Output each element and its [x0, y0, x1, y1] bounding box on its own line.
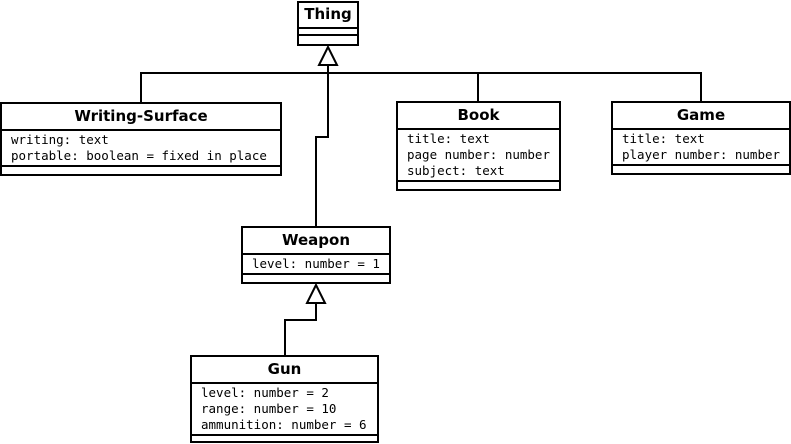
class-name: Weapon — [243, 228, 389, 255]
class-game: Game title: text player number: number — [611, 101, 791, 175]
class-name: Gun — [192, 357, 377, 384]
connector-game-to-thing — [328, 72, 702, 101]
attribute: page number: number — [407, 147, 550, 162]
class-weapon: Weapon level: number = 1 — [241, 226, 391, 284]
class-operations — [192, 436, 377, 441]
class-operations — [299, 36, 357, 41]
class-operations — [243, 275, 389, 280]
attribute: player number: number — [622, 147, 781, 162]
connector-weapon-to-thing — [315, 65, 329, 227]
class-operations — [398, 182, 559, 187]
attribute: range: number = 10 — [201, 401, 337, 416]
class-attributes: title: text page number: number subject:… — [398, 130, 559, 182]
class-name: Thing — [299, 3, 357, 29]
connector-book-to-thing — [328, 72, 479, 101]
class-gun: Gun level: number = 2 range: number = 10… — [190, 355, 379, 443]
class-name: Writing-Surface — [2, 104, 280, 131]
class-attributes: title: text player number: number — [613, 130, 789, 166]
generalization-arrowhead-thing — [317, 44, 339, 66]
class-attributes: level: number = 1 — [243, 255, 389, 275]
attribute: ammunition: number = 6 — [201, 417, 367, 432]
connector-writing-surface-to-thing — [140, 65, 329, 103]
class-attributes: level: number = 2 range: number = 10 amm… — [192, 384, 377, 436]
attribute: portable: boolean = fixed in place — [11, 148, 267, 163]
attribute: subject: text — [407, 163, 505, 178]
class-attributes: writing: text portable: boolean = fixed … — [2, 131, 280, 167]
class-name: Book — [398, 103, 559, 130]
class-operations — [613, 166, 789, 171]
attribute: level: number = 2 — [201, 385, 329, 400]
generalization-arrowhead-weapon — [305, 282, 327, 304]
connector-gun-to-weapon — [284, 303, 317, 356]
attribute: title: text — [407, 131, 490, 146]
class-operations — [2, 167, 280, 172]
class-writing-surface: Writing-Surface writing: text portable: … — [0, 102, 282, 176]
class-thing: Thing — [297, 1, 359, 46]
class-book: Book title: text page number: number sub… — [396, 101, 561, 191]
class-attributes — [299, 29, 357, 36]
attribute: level: number = 1 — [252, 256, 380, 271]
class-name: Game — [613, 103, 789, 130]
attribute: title: text — [622, 131, 705, 146]
attribute: writing: text — [11, 132, 109, 147]
